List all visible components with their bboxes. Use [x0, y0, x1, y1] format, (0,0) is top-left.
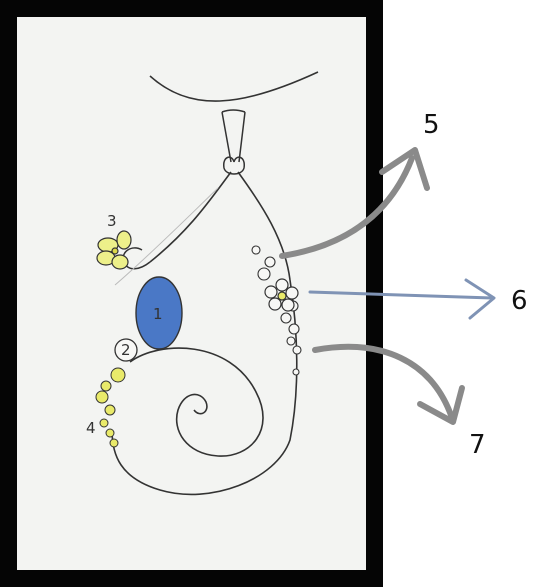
arrow-5 [279, 155, 415, 259]
right-flower [264, 278, 299, 312]
flower-icon [96, 230, 132, 270]
bail [221, 109, 246, 163]
yellow-beads [95, 367, 126, 448]
arrow-5-head [379, 147, 430, 191]
arrow-7-head [417, 385, 465, 425]
bead-2 [114, 338, 138, 362]
pendant-outline [111, 171, 298, 496]
label-1: 1 [153, 305, 163, 323]
diagonal-stroke [114, 187, 219, 286]
paper [17, 17, 366, 570]
blue-stone [135, 276, 183, 350]
label-4: 4 [86, 419, 96, 437]
chain [149, 71, 319, 102]
callout-5: 5 [423, 110, 440, 140]
arrow-6 [308, 290, 494, 300]
callout-6: 6 [511, 286, 528, 316]
label-3: 3 [107, 212, 117, 230]
arrow-6-head [464, 278, 496, 320]
spiral [129, 347, 264, 457]
callout-7: 7 [469, 430, 486, 460]
arrow-7 [312, 343, 455, 421]
label-2: 2 [121, 341, 131, 359]
bail-ring [223, 156, 245, 175]
